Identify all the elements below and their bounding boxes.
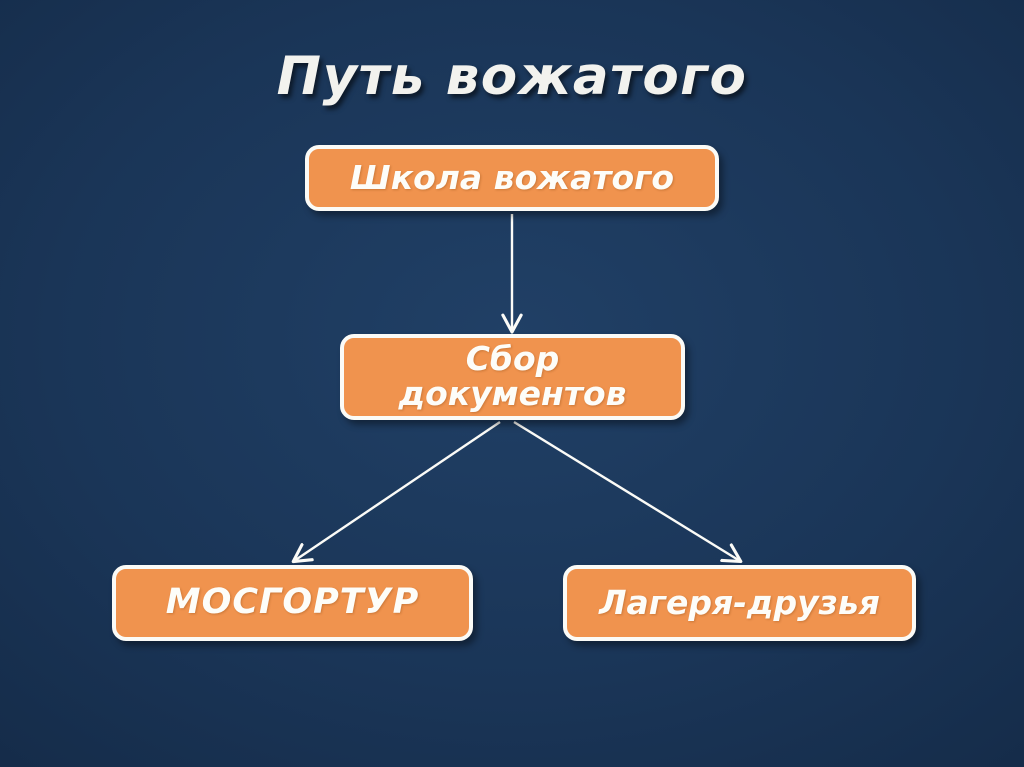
node-label: Школа вожатого — [349, 158, 675, 198]
node-school-vozhatogo[interactable]: Школа вожатого — [305, 145, 719, 211]
node-lagerya-druzya[interactable]: Лагеря-друзья — [563, 565, 916, 641]
page-title: Путь вожатого — [276, 46, 748, 107]
node-label: МОСГОРТУР — [165, 582, 420, 623]
node-sbor-dokumentov[interactable]: Сбор документов — [340, 334, 685, 420]
node-label: Сбор документов — [398, 339, 627, 413]
edge-documents-to-camps — [513, 420, 740, 561]
node-mosgortur[interactable]: МОСГОРТУР — [112, 565, 473, 641]
edge-documents-to-mosgortur — [294, 421, 501, 561]
node-label: Лагеря-друзья — [599, 583, 880, 623]
